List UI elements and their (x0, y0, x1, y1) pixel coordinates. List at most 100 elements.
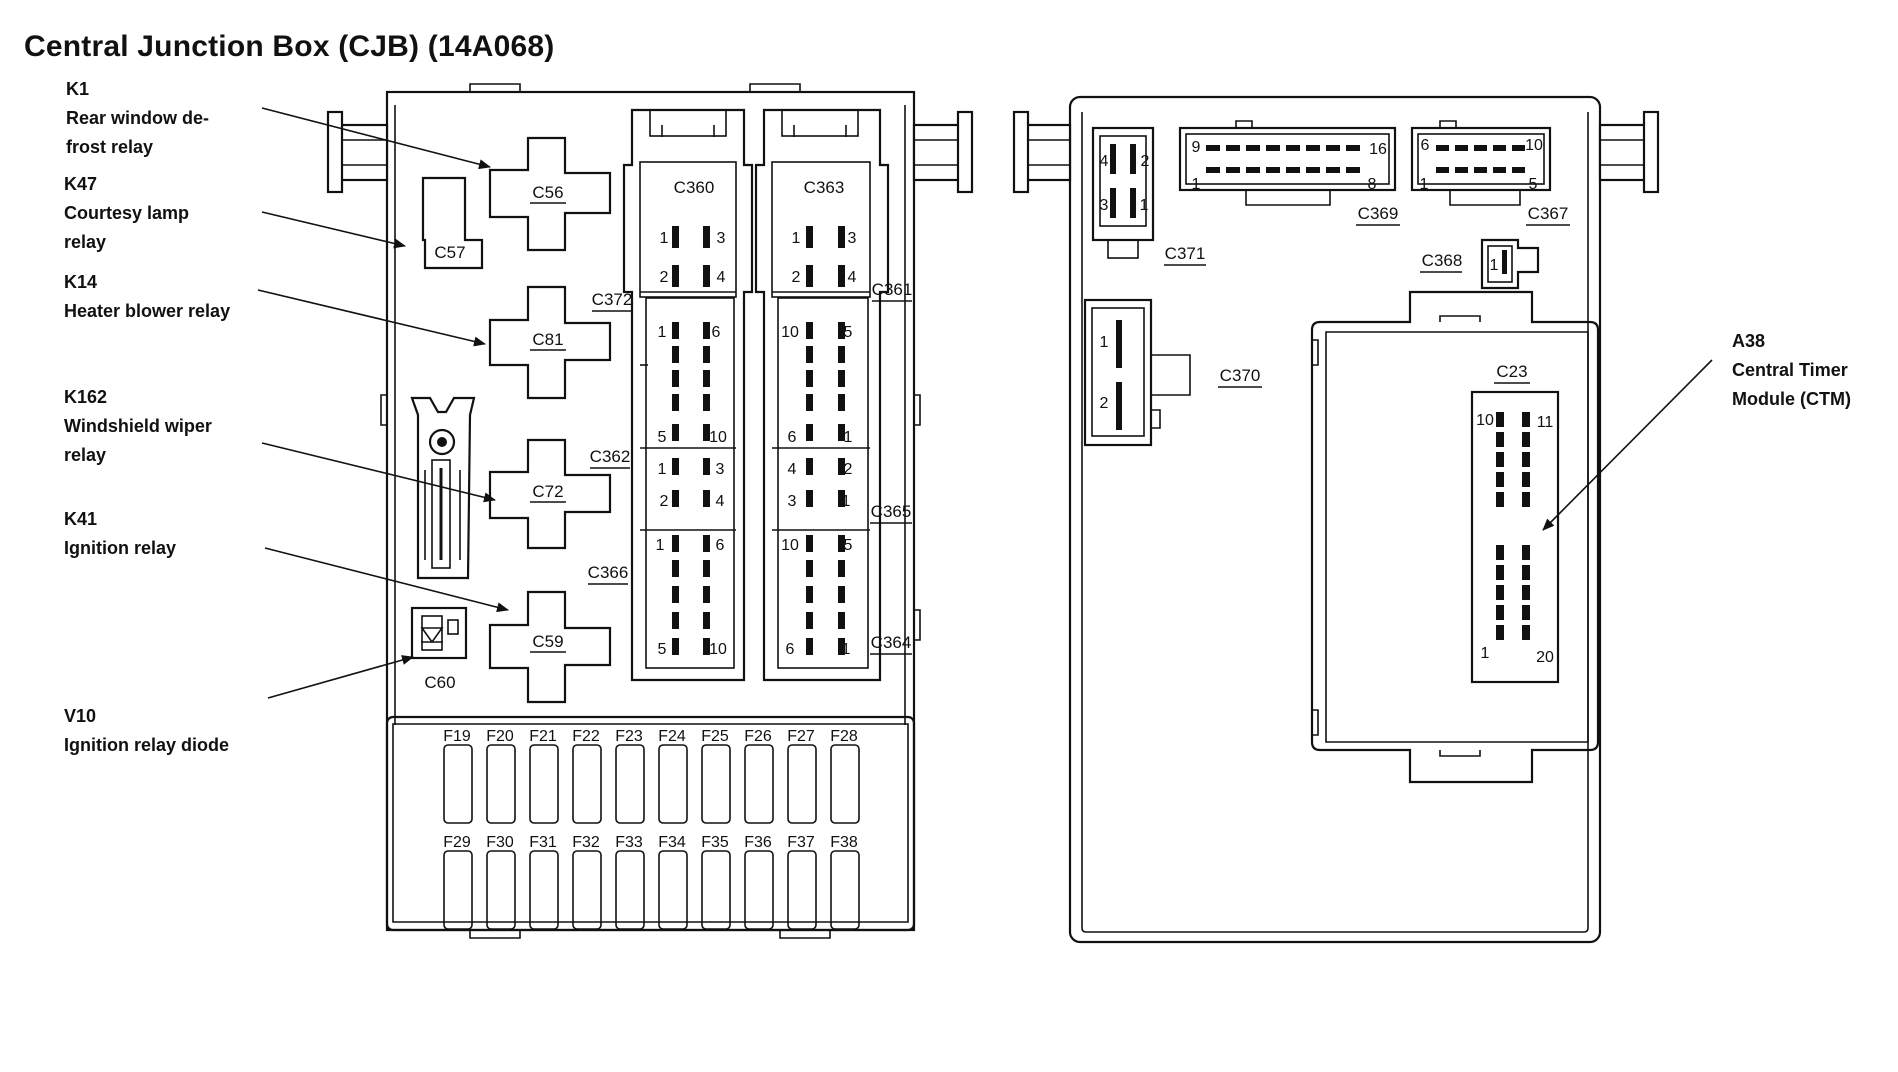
relay-c57: C57 (421, 176, 484, 270)
connector-c370: 1 2 C370 (1083, 298, 1262, 447)
fuse-label: F28 (830, 728, 858, 745)
c360-pin-4: 4 (717, 269, 726, 286)
fuse-slot (443, 850, 473, 930)
c23-pin-10: 10 (1476, 412, 1494, 429)
callout-k41-id: K41 (64, 509, 98, 529)
terminal-slot (1306, 167, 1320, 173)
terminal-slot (838, 535, 845, 552)
terminal-slot (1496, 585, 1504, 600)
callout-k14-id: K14 (64, 272, 98, 292)
relay-c72: C72 (488, 438, 612, 550)
terminal-slot (1246, 167, 1260, 173)
callout-a38-line2: Module (CTM) (1732, 389, 1851, 409)
c362-pin-3: 3 (716, 461, 725, 478)
ctm-module: C23 10 11 1 20 (1310, 290, 1600, 784)
callout-k162: K162 Windshield wiper relay (64, 383, 212, 470)
c362-pin-1: 1 (658, 461, 667, 478)
rear-left-mount-bracket (1012, 110, 1072, 194)
callout-k41-line1: Ignition relay (64, 538, 177, 558)
connector-c363-label: C363 (804, 178, 845, 197)
callout-v10: V10 Ignition relay diode (64, 702, 229, 760)
leader-a38 (1542, 359, 1713, 531)
fuse-slot (744, 850, 774, 930)
fuse-label: F36 (744, 834, 772, 851)
fuse-slot (701, 850, 731, 930)
terminal-slot (703, 226, 710, 248)
terminal-slot (1496, 565, 1504, 580)
fuse-label: F25 (701, 728, 729, 745)
terminal-slot (1346, 145, 1360, 151)
fuse-slot (486, 850, 516, 930)
c369-terminal-slots (1206, 145, 1360, 173)
right-mount-bracket (912, 110, 974, 194)
diode-c60-label: C60 (424, 673, 455, 692)
terminal-slot (806, 424, 813, 441)
terminal-slot (1436, 167, 1449, 173)
terminal-slot (672, 370, 679, 387)
connector-c361-label: C361 (872, 280, 913, 299)
terminal-slot (1496, 472, 1504, 487)
terminal-slot (1522, 545, 1530, 560)
terminal-slot (672, 424, 679, 441)
callout-k47-line2: relay (64, 232, 107, 252)
terminal-slot (703, 322, 710, 339)
rear-housing (1068, 95, 1602, 944)
terminal-slot (806, 560, 813, 577)
callout-k1-id: K1 (66, 79, 90, 99)
c23-pin-1: 1 (1481, 645, 1490, 662)
connector-c369-label: C369 (1358, 204, 1399, 223)
connector-c371-label: C371 (1165, 244, 1206, 263)
fuse-label: F29 (443, 834, 471, 851)
terminal-slot (1346, 167, 1360, 173)
callout-k1: K1 Rear window de- frost relay (66, 75, 209, 162)
c367-pin-6: 6 (1421, 137, 1430, 154)
connector-c369: 9 16 1 8 C369 (1178, 120, 1400, 226)
terminal-slot (672, 535, 679, 552)
terminal-slot (838, 612, 845, 629)
terminal-slot (1226, 145, 1240, 151)
terminal-slot (838, 458, 845, 475)
terminal-slot (806, 226, 813, 248)
terminal-slot (1522, 452, 1530, 467)
terminal-slot (838, 370, 845, 387)
terminal-slot (1206, 167, 1220, 173)
callout-k47-id: K47 (64, 174, 98, 194)
c365-pin-1: 1 (842, 493, 851, 510)
c360-pin-3: 3 (717, 230, 726, 247)
c23-pin-20: 20 (1536, 649, 1554, 666)
c363-pin-3: 3 (848, 230, 857, 247)
c372-pin-5: 5 (658, 429, 667, 446)
c366-pin-10: 10 (709, 641, 727, 658)
callout-k162-line2: relay (64, 445, 107, 465)
c363-pin-1: 1 (792, 230, 801, 247)
leader-k41 (264, 547, 509, 613)
terminal-slot (1493, 167, 1506, 173)
terminal-slot (1496, 605, 1504, 620)
terminal-slot (703, 265, 710, 287)
c361-pin-6: 6 (788, 429, 797, 446)
fuse-slot (615, 850, 645, 930)
c372-pin-6: 6 (712, 324, 721, 341)
fuse-slot (787, 744, 817, 824)
fuse-label: F35 (701, 834, 729, 851)
fuse-label: F19 (443, 728, 471, 745)
terminal-slot (806, 322, 813, 339)
leader-v10 (267, 655, 414, 699)
c23-terminal-slots (1496, 412, 1530, 640)
terminal-slot (703, 612, 710, 629)
fuse-slot (787, 850, 817, 930)
fuse-slot (658, 850, 688, 930)
c360-pin-1: 1 (660, 230, 669, 247)
callout-k47-line1: Courtesy lamp (64, 203, 190, 223)
terminal-slot (1512, 145, 1525, 151)
fuse-label: F30 (486, 834, 514, 851)
fuse-label: F32 (572, 834, 600, 851)
terminal-slot (672, 490, 679, 507)
terminal-slot (1522, 412, 1530, 427)
terminal-slot (806, 586, 813, 603)
c372-pin-10: 10 (709, 429, 727, 446)
connector-c372-label: C372 (592, 290, 633, 309)
terminal-slot (1286, 145, 1300, 151)
